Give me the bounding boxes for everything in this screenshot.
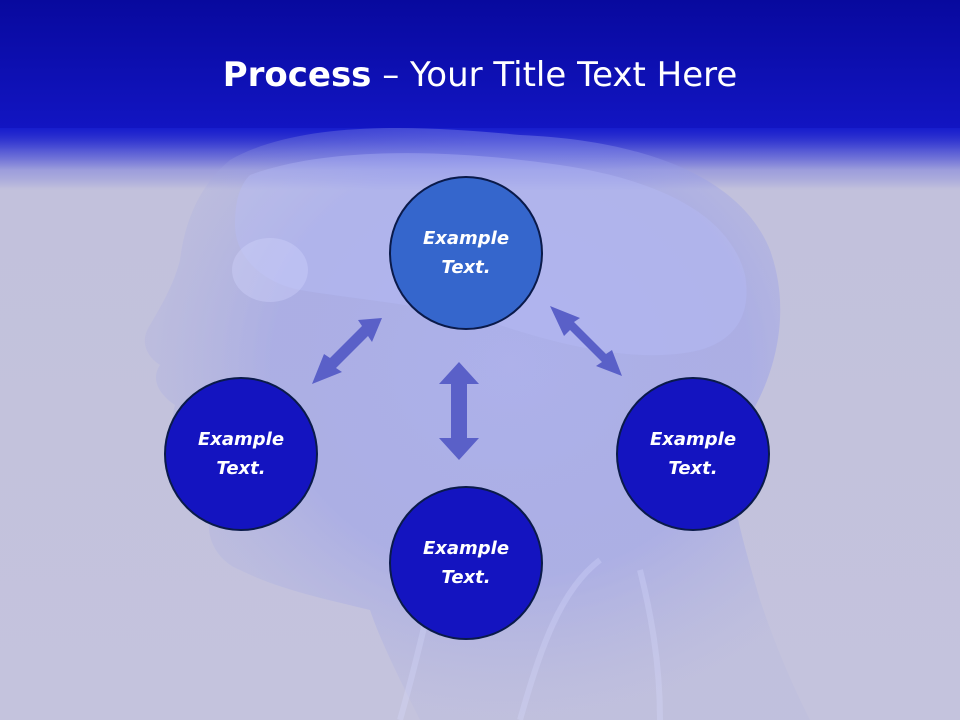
diagram-node-right[interactable]: Example Text. xyxy=(616,377,770,531)
header-band xyxy=(0,0,960,128)
title-bold: Process xyxy=(222,55,372,95)
diagram-node-bottom[interactable]: Example Text. xyxy=(389,486,543,640)
node-label: Example Text. xyxy=(422,538,510,588)
arrow-vertical xyxy=(439,362,479,460)
diagram-node-top[interactable]: Example Text. xyxy=(389,176,543,330)
arrow-top-left xyxy=(312,318,382,384)
diagram-node-left[interactable]: Example Text. xyxy=(164,377,318,531)
arrow-top-right xyxy=(550,306,622,376)
node-label: Example Text. xyxy=(422,228,510,278)
node-label: Example Text. xyxy=(197,429,285,479)
node-label: Example Text. xyxy=(649,429,737,479)
slide-title: Process – Your Title Text Here xyxy=(0,52,960,98)
title-rest: – Your Title Text Here xyxy=(371,55,738,95)
